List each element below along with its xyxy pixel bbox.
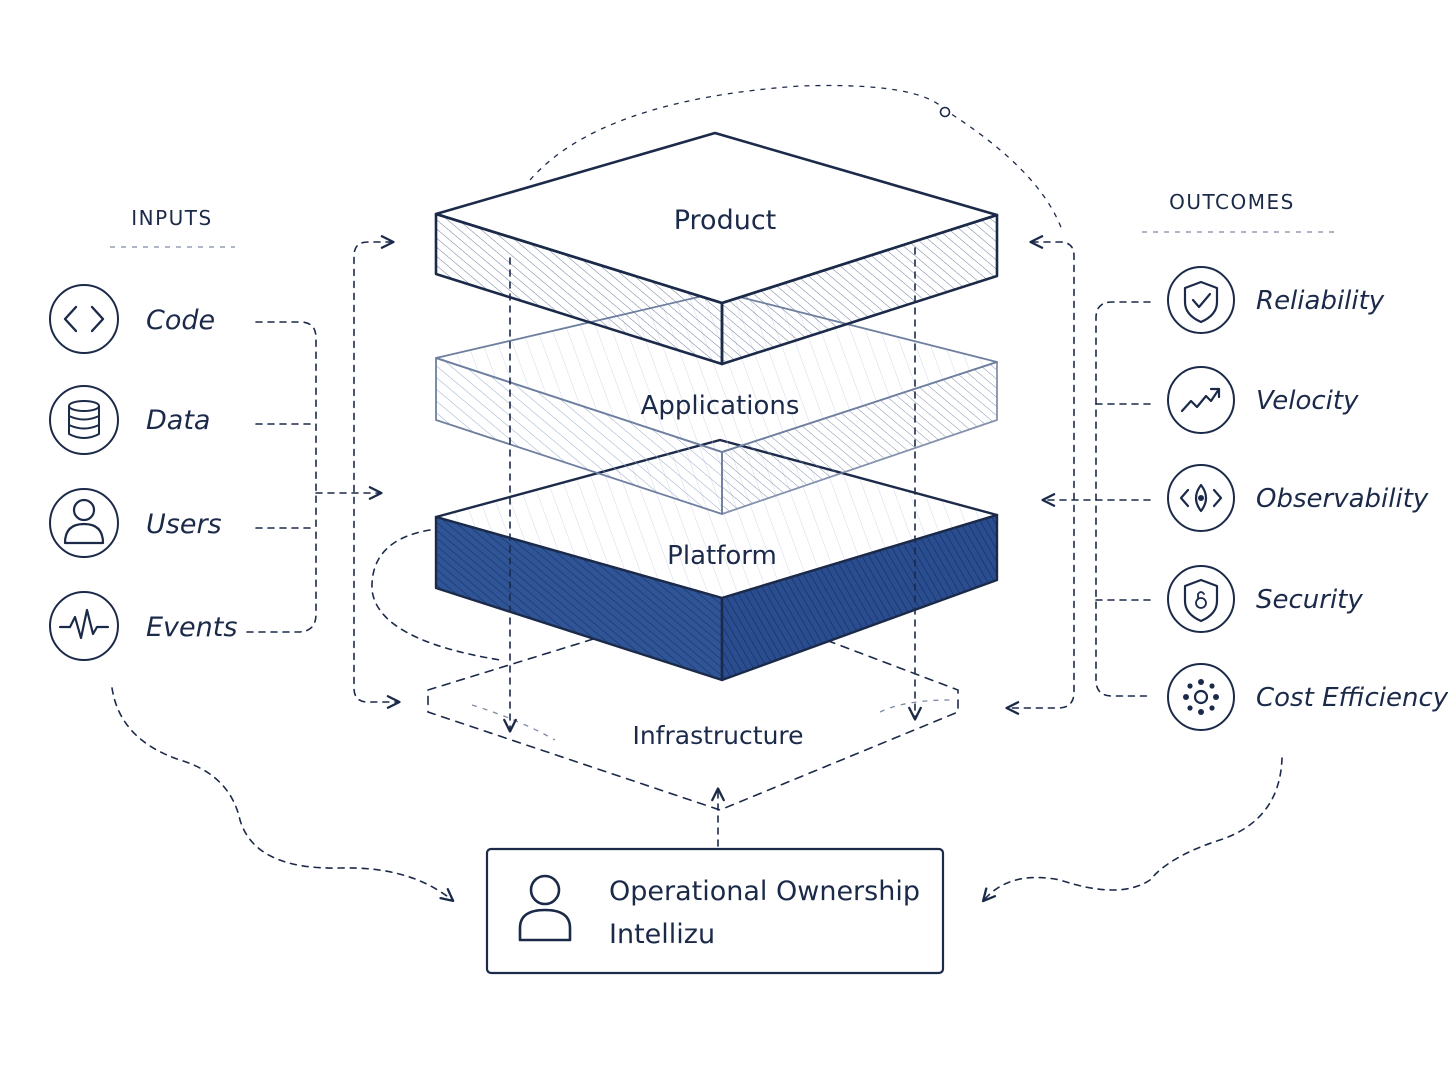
left-bracket-connector	[353, 235, 401, 709]
code-icon	[63, 305, 105, 333]
inputs-to-owner-connector	[111, 687, 455, 903]
right-bracket-connector	[1005, 235, 1075, 715]
user-icon	[63, 498, 105, 545]
layer-label-platform: Platform	[667, 541, 777, 571]
input-label-events: Events	[146, 612, 237, 643]
layer-product: Product	[434, 131, 999, 366]
pulse-icon	[58, 608, 110, 640]
outcome-item-security: Security	[1167, 565, 1363, 633]
layer-platform: Platform	[434, 438, 999, 682]
input-label-users: Users	[146, 509, 222, 540]
database-icon-circle	[49, 385, 119, 455]
input-label-data: Data	[146, 405, 210, 436]
input-item-users: Users	[49, 488, 222, 558]
eye-icon-circle	[1167, 464, 1235, 532]
arc-node-dot	[939, 106, 951, 118]
outcomes-connectors	[1041, 301, 1151, 697]
outcomes-heading: OUTCOMES	[1169, 190, 1295, 214]
inputs-panel: INPUTS Code Data	[49, 206, 383, 661]
gear-cluster-icon-circle	[1167, 663, 1235, 731]
inputs-heading: INPUTS	[131, 206, 212, 230]
trend-up-icon	[1180, 387, 1221, 413]
outcome-item-velocity: Velocity	[1167, 366, 1359, 434]
outcome-item-reliability: Reliability	[1167, 266, 1385, 334]
input-label-code: Code	[146, 305, 215, 336]
layer-label-product: Product	[674, 205, 777, 236]
outcome-item-observability: Observability	[1167, 464, 1429, 532]
input-item-events: Events	[49, 591, 237, 661]
shield-check-icon-circle	[1167, 266, 1235, 334]
owner-subtitle: Intellizu	[609, 919, 715, 950]
input-item-data: Data	[49, 385, 210, 455]
gear-cluster-icon	[1183, 679, 1219, 715]
top-arc-connector	[529, 84, 1063, 231]
outcome-item-cost-efficiency: Cost Efficiency	[1167, 663, 1448, 731]
shield-lock-icon	[1183, 578, 1219, 623]
outcome-label-reliability: Reliability	[1256, 286, 1385, 316]
inputs-connectors	[245, 321, 383, 633]
database-icon	[68, 400, 100, 439]
pulse-icon-circle	[49, 591, 119, 661]
eye-icon	[1179, 483, 1223, 513]
outcome-label-cost-efficiency: Cost Efficiency	[1256, 683, 1448, 713]
layer-applications: Applications	[435, 291, 998, 515]
operational-ownership-box: Operational Ownership Intellizu	[485, 847, 945, 975]
layer-stack: Infrastructure Platform Applications Pro…	[371, 131, 999, 811]
platform-curl-connector	[371, 529, 501, 661]
layer-label-applications: Applications	[641, 391, 800, 421]
shield-lock-icon-circle	[1167, 565, 1235, 633]
input-item-code: Code	[49, 284, 215, 354]
code-icon-circle	[49, 284, 119, 354]
outcome-label-security: Security	[1256, 585, 1363, 615]
owner-box-frame	[485, 847, 945, 975]
outcomes-panel: OUTCOMES Reliability Velocity	[1041, 190, 1448, 731]
outcome-label-velocity: Velocity	[1256, 386, 1359, 416]
layer-label-infrastructure: Infrastructure	[632, 721, 803, 750]
trend-up-icon-circle	[1167, 366, 1235, 434]
outcome-label-observability: Observability	[1256, 484, 1429, 514]
user-icon-circle	[49, 488, 119, 558]
owner-title: Operational Ownership	[609, 876, 920, 907]
shield-check-icon	[1183, 280, 1219, 324]
person-icon	[518, 874, 572, 942]
outcomes-to-owner-connector	[981, 757, 1283, 903]
